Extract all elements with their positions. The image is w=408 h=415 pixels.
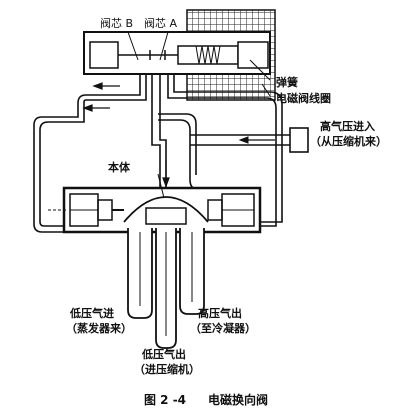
pilot-valve bbox=[83, 31, 271, 75]
label-from-compressor: （从压缩机来） bbox=[310, 135, 387, 148]
leader-lines bbox=[127, 31, 271, 199]
flow-arrows bbox=[82, 82, 170, 188]
label-spring: 弹簧 bbox=[276, 76, 298, 89]
label-to-compressor: （进压缩机） bbox=[134, 363, 200, 376]
high-pressure-inlet bbox=[190, 127, 309, 153]
main-valve-body bbox=[48, 186, 262, 234]
caption-title: 电磁换向阀 bbox=[208, 393, 269, 407]
label-from-evaporator: （蒸发器来） bbox=[66, 322, 132, 335]
caption-number: 图 2 -4 bbox=[144, 393, 187, 407]
label-high-pressure-out: 高压气出 bbox=[198, 307, 242, 320]
label-body: 本体 bbox=[108, 161, 130, 174]
label-low-pressure-out: 低压气出 bbox=[142, 348, 186, 361]
outlet-pipes bbox=[127, 228, 205, 349]
label-low-pressure-in: 低压气进 bbox=[70, 307, 114, 320]
label-solenoid-coil: 电磁阀线圈 bbox=[276, 92, 331, 105]
label-spool-b: 阀芯 B bbox=[100, 17, 134, 30]
label-high-pressure-in: 高气压进入 bbox=[320, 120, 375, 133]
label-to-condenser: （至冷凝器） bbox=[190, 322, 256, 335]
label-spool-a: 阀芯 A bbox=[144, 17, 178, 30]
